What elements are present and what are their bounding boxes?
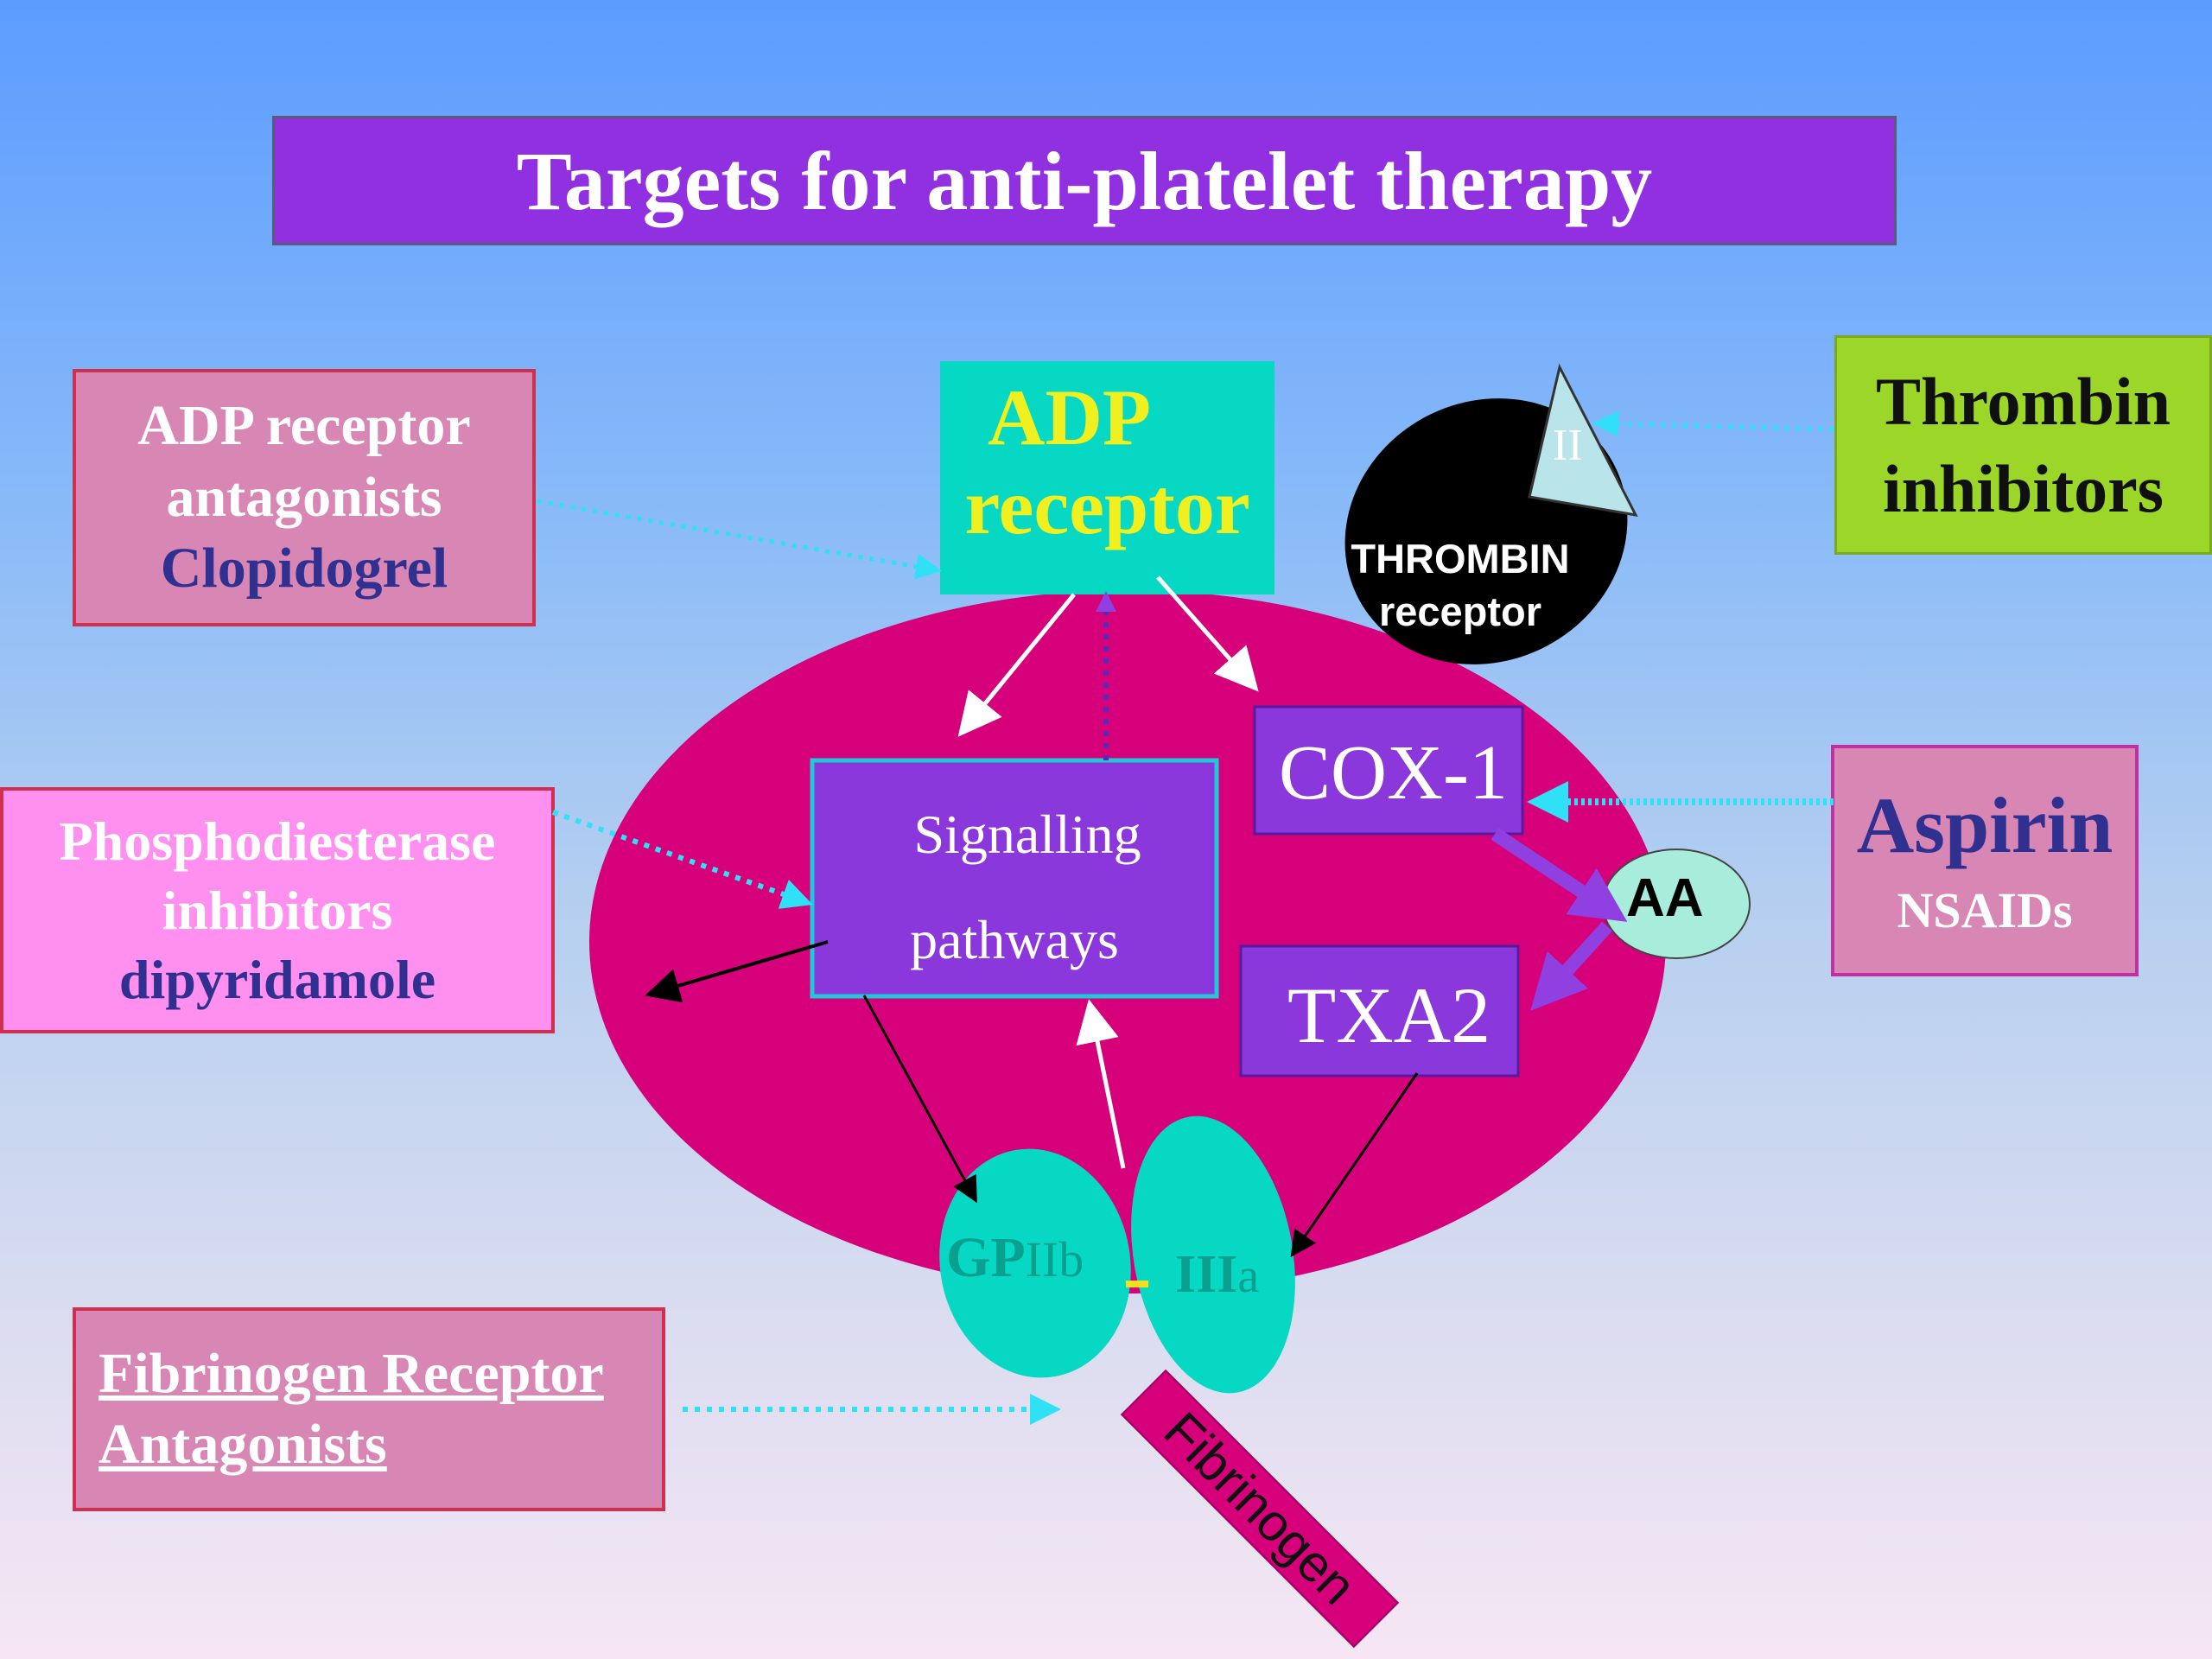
gp-iib-label: GPIIb [946, 1225, 1084, 1291]
signalling-line2: pathways [910, 908, 1119, 970]
adp-receptor-line2: receptor [964, 462, 1250, 551]
pde-inhibitors-line1: Phosphodiesterase [59, 810, 496, 872]
cox1-box [1253, 705, 1524, 836]
aspirin-label: Aspirin [1856, 780, 2113, 869]
a-label: a [1237, 1249, 1260, 1303]
arrow-clopidogrel-to-adp [537, 499, 942, 580]
fibrinogen-band [1120, 1369, 1400, 1649]
adp-receptor-line1: ADP [988, 373, 1152, 461]
arrow-adp-to-cox [1156, 575, 1259, 692]
gp-iib-shape [939, 1148, 1131, 1378]
fibrinogen-antagonists-line1: Fibrinogen Receptor [99, 1341, 604, 1405]
gp-label: GP [946, 1226, 1026, 1289]
adp-receptor-label: ADP receptor [940, 373, 1274, 551]
arrow-signalling-to-gp [862, 995, 977, 1204]
pde-inhibitors-line2: inhibitors [162, 879, 393, 941]
gp-link [1126, 1281, 1148, 1287]
signalling-box [810, 758, 1219, 999]
arrow-cox-to-aa [1491, 828, 1628, 922]
thrombin-inhibitors-line2: inhibitors [1882, 451, 2164, 526]
adp-receptor-box [940, 361, 1274, 594]
iii-label: III [1175, 1245, 1238, 1304]
fibrinogen-antagonists-line2: Antagonists [99, 1413, 387, 1476]
adp-antagonists-box: ADP receptor antagonists Clopidogrel [73, 369, 536, 626]
cox1-label: COX-1 [1279, 730, 1508, 816]
aspirin-box: Aspirin NSAIDs [1831, 745, 2139, 976]
thrombin-receptor-label: THROMBIN receptor [1322, 532, 1599, 638]
thrombin-inhibitors-line1: Thrombin [1875, 363, 2171, 439]
adp-antagonists-line1: ADP receptor [137, 394, 471, 458]
thrombin-receptor-line2: receptor [1378, 588, 1542, 635]
arrow-adp-to-signalling [957, 593, 1076, 737]
arrow-aa-to-txa2 [1530, 921, 1612, 1011]
factor-ii-label: II [1553, 421, 1583, 470]
nsaids-label: NSAIDs [1897, 882, 2073, 939]
iib-label: IIb [1025, 1231, 1084, 1287]
adp-antagonists-line2: antagonists [166, 465, 442, 529]
aa-label: AA [1626, 868, 1704, 928]
arrow-signalling-out [645, 940, 829, 1003]
slide-title-text: Targets for anti-platelet therapy [516, 134, 1653, 227]
thrombin-inhibitors-box: Thrombin inhibitors [1834, 335, 2212, 555]
fibrinogen-antagonists-box: Fibrinogen Receptor Antagonists [73, 1307, 665, 1511]
signalling-label: Signalling pathways [812, 782, 1217, 992]
signalling-line1: Signalling [913, 804, 1141, 865]
factor-ii-triangle [1528, 363, 1638, 517]
thrombin-receptor-line1: THROMBIN [1351, 536, 1570, 582]
dipyridamole-label: dipyridamole [118, 948, 436, 1010]
arrow-thrombin-inhibitor [1592, 410, 1834, 437]
arrow-dipyridamole-to-signalling [551, 810, 813, 909]
clopidogrel-label: Clopidogrel [160, 537, 448, 601]
arrow-gp-to-signalling [1076, 999, 1126, 1169]
slide-title: Targets for anti-platelet therapy [272, 116, 1897, 245]
arrow-txa2-to-gp [1290, 1072, 1419, 1257]
txa2-label: TXA2 [1287, 971, 1491, 1059]
gp-iiia-label: IIIa [1175, 1244, 1259, 1306]
gp-iiia-shape [1131, 1116, 1295, 1394]
txa2-box [1239, 944, 1520, 1077]
pde-inhibitors-box: Phosphodiesterase inhibitors dipyridamol… [0, 787, 555, 1033]
